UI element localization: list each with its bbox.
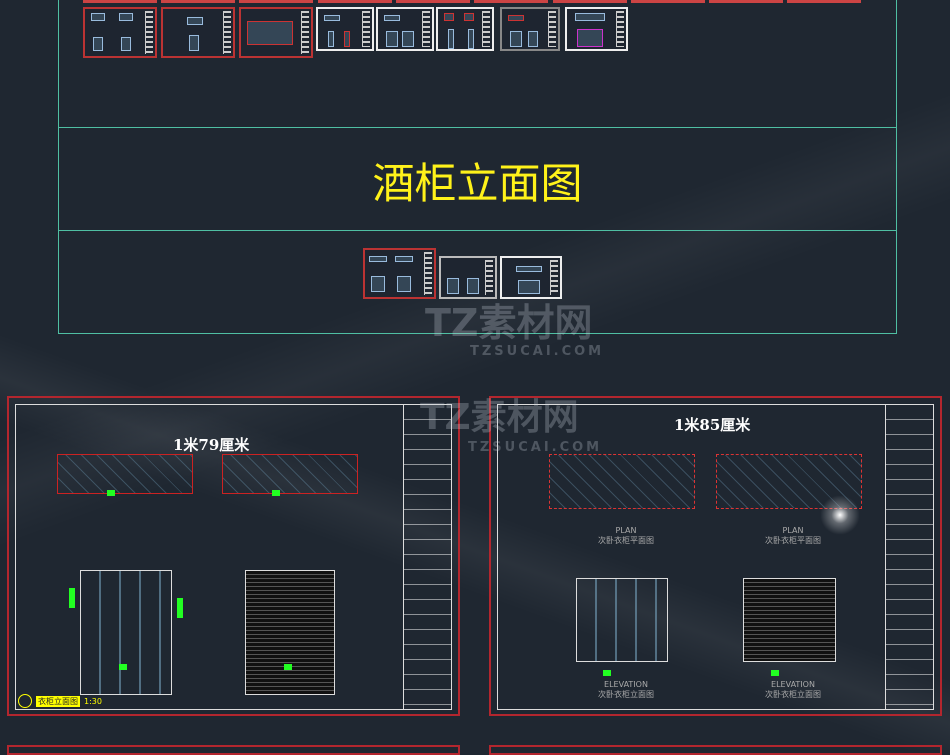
- elevation-drawing: [743, 578, 836, 662]
- sheet-thumbnail[interactable]: [500, 256, 562, 299]
- sheet-thumbnail[interactable]: [376, 7, 434, 51]
- sheet-thumbnail[interactable]: [316, 7, 374, 51]
- sheet-thumbnail[interactable]: [436, 7, 494, 51]
- elevation-drawing: [245, 570, 335, 695]
- title-block: [403, 405, 451, 709]
- plan-drawing: [57, 454, 193, 494]
- sheet-thumbnail[interactable]: [500, 7, 560, 51]
- elevation-drawing: [576, 578, 668, 662]
- watermark-brand: TZ素材网: [425, 301, 593, 345]
- sheet-thumbnail[interactable]: [83, 7, 157, 58]
- sheet-thumbnail[interactable]: [239, 7, 313, 58]
- sheet-thumbnail[interactable]: [439, 256, 497, 299]
- sheet-thumbnail[interactable]: [363, 248, 436, 299]
- divider: [58, 127, 897, 128]
- watermark-url: TZSUCAI.COM: [468, 440, 603, 455]
- elevation-drawing: [80, 570, 172, 695]
- sheet-thumbnail[interactable]: [161, 7, 235, 58]
- drawing-index-panel: [58, 0, 897, 334]
- sheet-heading: 1米79厘米: [173, 436, 250, 454]
- watermark-url: TZSUCAI.COM: [470, 344, 605, 359]
- section-title: 酒柜立面图: [372, 159, 583, 208]
- title-block: [885, 405, 933, 709]
- watermark-brand: TZ素材网: [420, 397, 579, 438]
- lens-flare: [820, 495, 860, 535]
- sheet-thumbnail[interactable]: [565, 7, 628, 51]
- plan-drawing: [222, 454, 358, 494]
- drawing-sheet-left: 1米79厘米: [7, 396, 460, 716]
- divider: [58, 230, 897, 231]
- plan-drawing: [549, 454, 695, 509]
- drawing-sheet-partial: [7, 745, 460, 755]
- drawing-sheet-partial: [489, 745, 942, 755]
- sheet-heading: 1米85厘米: [674, 416, 751, 434]
